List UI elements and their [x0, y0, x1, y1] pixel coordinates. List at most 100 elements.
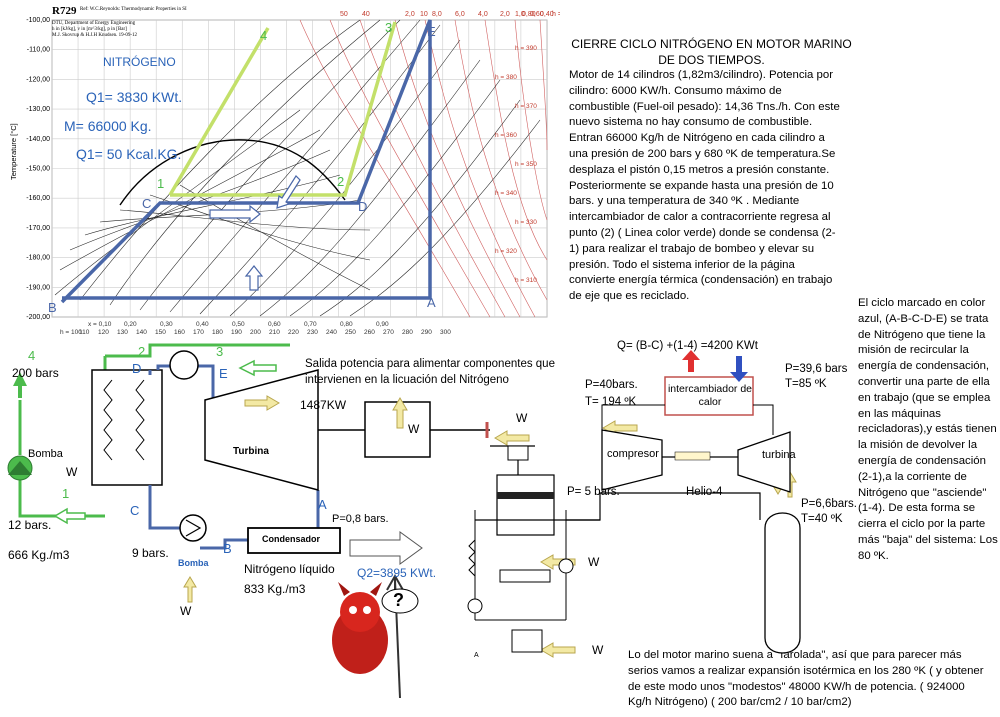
top-label: 8,0 [432, 11, 442, 18]
top-label: 50 [340, 11, 348, 18]
top-label: 4,0 [478, 11, 488, 18]
condenser-heat-arrow [349, 531, 423, 565]
y-axis-label: Temperature [°C] [9, 123, 18, 180]
top-label: h = 400 [552, 11, 560, 18]
power-output-label: Salida potencia para alimentar component… [305, 358, 555, 386]
shaft-w-box [674, 451, 711, 461]
h-row-label: 140 [136, 329, 147, 336]
h-row-label: 110 [79, 329, 90, 336]
chart-reference: Ref: W.C.Reynolds: Thermodynamic Propert… [80, 7, 187, 12]
cylinder [496, 474, 555, 536]
credit-line: M.J. Skovrup & H.J.H Knudsen. 19-09-12 [52, 33, 137, 38]
top-label: 1,0 [515, 11, 525, 18]
small-pump-1 [558, 558, 574, 574]
right-h-label: h = 360 [495, 132, 517, 139]
green-top-arrow [238, 359, 277, 377]
h-row-label: 300 [440, 329, 451, 336]
y-tick: -120,00 [26, 76, 50, 83]
valve-a-label: A [474, 652, 479, 659]
h-row-label: 220 [288, 329, 299, 336]
w-label-actuator: W [592, 643, 604, 657]
diagram-point-3: 3 [216, 344, 224, 359]
chart-arrows [209, 175, 301, 291]
h-row-label: 240 [326, 329, 337, 336]
valve-block [499, 569, 551, 583]
right-h-label: h = 350 [515, 161, 537, 168]
right-h-label: h = 390 [515, 45, 537, 52]
pressure-396: P=39,6 bars [785, 363, 848, 375]
right-h-label: h = 340 [495, 190, 517, 197]
point-c: C [142, 196, 151, 211]
point-1: 1 [157, 176, 164, 191]
line-1-2-3 [170, 21, 397, 197]
point-labels: B C D A E [48, 24, 436, 315]
right-h-label: h = 330 [515, 219, 537, 226]
hot-arrow-head [682, 350, 700, 360]
w-label-left: W [66, 465, 78, 479]
spring [468, 539, 476, 577]
x-row-label: 0,50 [232, 321, 245, 328]
x-row-label: 0,30 [160, 321, 173, 328]
liquid-nitrogen-label: Nitrógeno líquido [244, 562, 335, 576]
diagram-point-4: 4 [28, 348, 36, 363]
gas-name: NITRÓGENO [103, 55, 176, 69]
compressor [601, 429, 663, 491]
diagram-point-2: 2 [138, 344, 146, 359]
credit-line: h in [kJ/kg], v in [m^3/kg], p in [Bar] [52, 27, 127, 32]
x-row-label: 0,60 [268, 321, 281, 328]
point-3: 3 [385, 20, 392, 35]
piston [497, 492, 554, 499]
y-tick: -130,00 [26, 106, 50, 113]
turbine-body [204, 369, 319, 491]
pressure-08: P=0,8 bars. [332, 513, 389, 525]
top-label: 2,0 [500, 11, 510, 18]
center-pump [179, 514, 207, 542]
h-row-label: 280 [402, 329, 413, 336]
bottom-note: Lo del motor marino suena a "farolada", … [628, 649, 984, 709]
chart-grid [51, 19, 548, 318]
top-label: 10 [420, 11, 428, 18]
helium-label: Helio-4 [686, 486, 723, 498]
chart-code: R729 [52, 5, 77, 17]
x-row-label: 0,40 [196, 321, 209, 328]
exchanger-label: intercambiador de calor [667, 383, 753, 408]
y-tick: -180,00 [26, 255, 50, 262]
line-1-4 [168, 27, 270, 196]
green-point-labels: 1 2 3 4 [157, 20, 392, 191]
y-tick: -200,00 [26, 314, 50, 321]
heat-total-label: Q= (B-C) +(1-4) =4200 KWt [617, 340, 758, 352]
h-row-label: 200 [250, 329, 261, 336]
mixing-valve [169, 350, 199, 380]
h-row-label: 260 [364, 329, 375, 336]
helium-turbine [737, 431, 791, 493]
y-tick: -190,00 [26, 284, 50, 291]
q2-label: Q2=3895 KWt. [357, 566, 437, 580]
y-tick: -140,00 [26, 136, 50, 143]
saturation-dome [119, 139, 346, 206]
storage-tank [764, 512, 801, 654]
h-row-label: 130 [117, 329, 128, 336]
left-pump-triangle [8, 461, 32, 475]
right-h-label: h = 370 [515, 103, 537, 110]
credit-line: DTU, Department of Energy Engineering [52, 21, 136, 26]
top-label: 0,80 [522, 11, 536, 18]
question-mark: ? [393, 590, 404, 610]
h-row-label: 210 [269, 329, 280, 336]
x-row-label: x = 0,10 [88, 321, 112, 328]
isobar-lines [299, 19, 548, 318]
w-label-engine: W [516, 411, 528, 425]
w-label-generator: W [408, 422, 420, 436]
h-row-label: h = 100 [60, 329, 82, 336]
top-label: 40 [362, 11, 370, 18]
diagram-point-b: B [223, 541, 232, 556]
diagram-point-e: E [219, 366, 228, 381]
plant-diagram [7, 343, 801, 699]
top-label: 0,40 [540, 11, 554, 18]
turbine-label: Turbina [233, 446, 269, 457]
top-label: 2,0 [405, 11, 415, 18]
diagram-point-1: 1 [62, 486, 70, 501]
h-row-label: 120 [98, 329, 109, 336]
cycle-abcde [60, 19, 432, 304]
q1-label: Q1= 3830 KWt. [86, 89, 183, 105]
